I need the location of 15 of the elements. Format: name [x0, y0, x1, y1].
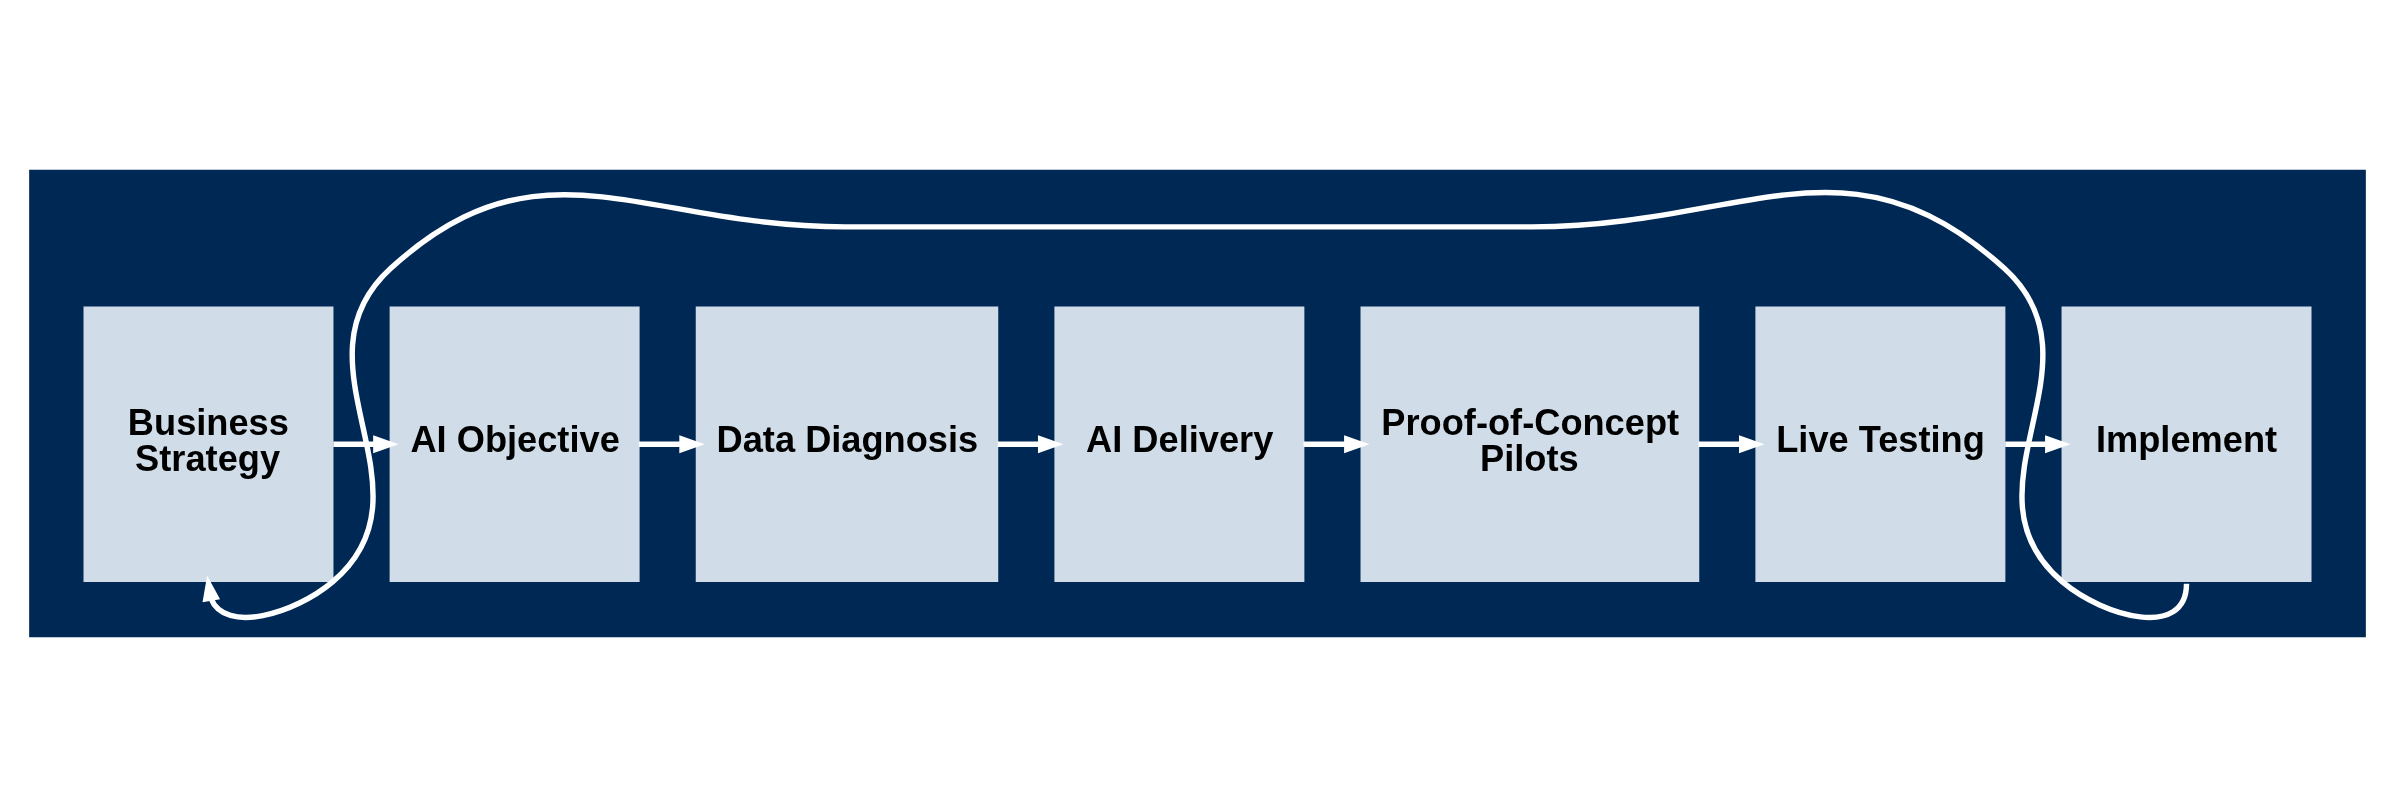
- node-box: Proof-of-Concept Pilots: [1360, 306, 1700, 582]
- arrow: [997, 435, 1064, 454]
- node-box: AI Delivery: [1054, 306, 1305, 582]
- arrow: [638, 435, 705, 454]
- node-box: Business Strategy: [83, 306, 334, 582]
- arrow: [1698, 435, 1765, 454]
- arrow: [2005, 435, 2071, 454]
- arrow: [333, 435, 399, 454]
- cluster: [29, 169, 2366, 638]
- node-box: AI Objective: [389, 306, 640, 582]
- node-box: Data Diagnosis: [695, 306, 999, 582]
- node-box: Live Testing: [1755, 306, 2006, 582]
- arrow: [1303, 435, 1370, 454]
- arrow: [202, 189, 2190, 620]
- node-box: Implement: [2061, 306, 2312, 582]
